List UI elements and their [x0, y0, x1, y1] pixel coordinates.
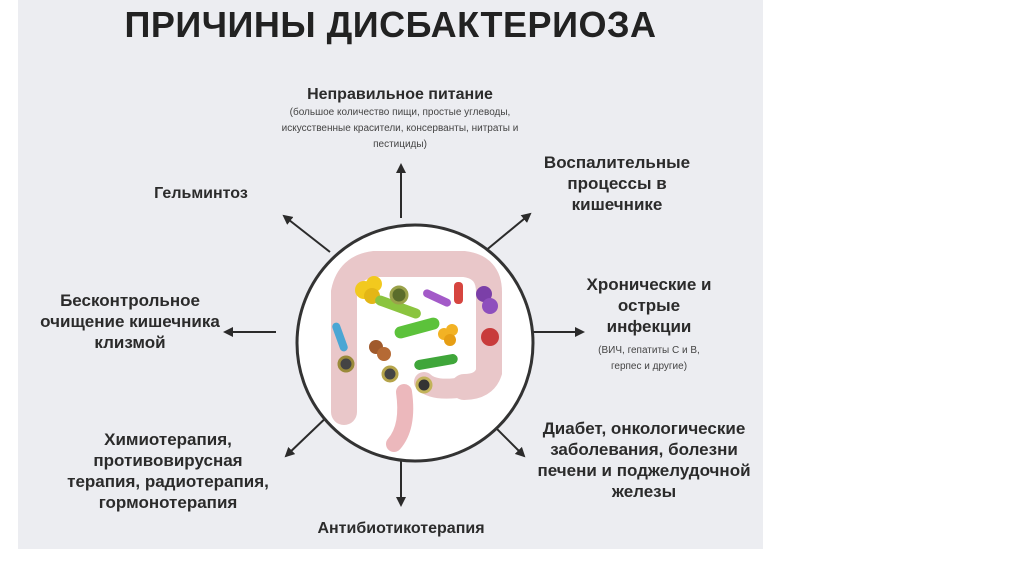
- cause-diabetes: Диабет, онкологические заболевания, боле…: [537, 419, 751, 501]
- slide-title: ПРИЧИНЫ ДИСБАКТЕРИОЗА: [124, 4, 657, 45]
- cause-nutrition: Неправильное питание: [307, 86, 493, 103]
- cause-inflammation: Воспалительные процессы в кишечнике: [543, 153, 691, 214]
- cause-helminth: Гельминтоз: [154, 185, 248, 202]
- cause-infections: Хронические и острые инфекции: [586, 275, 712, 336]
- intestine-bacteria-illustration: [295, 223, 535, 463]
- cause-antibiotics: Антибиотикотерапия: [317, 520, 485, 537]
- cause-infections-note: (ВИЧ, гепатиты С и В, герпес и другие): [598, 345, 700, 372]
- cause-nutrition-note: (большое количество пищи, простые углево…: [281, 107, 519, 150]
- cause-enema: Бесконтрольное очищение кишечника клизмо…: [40, 291, 220, 352]
- cause-chemo: Химиотерапия, противовирусная терапия, р…: [67, 430, 269, 512]
- arrow-up-left: [282, 214, 331, 253]
- slide: ПРИЧИНЫ ДИСБАКТЕРИОЗА: [18, 0, 763, 549]
- arrow-up-right: [483, 212, 532, 253]
